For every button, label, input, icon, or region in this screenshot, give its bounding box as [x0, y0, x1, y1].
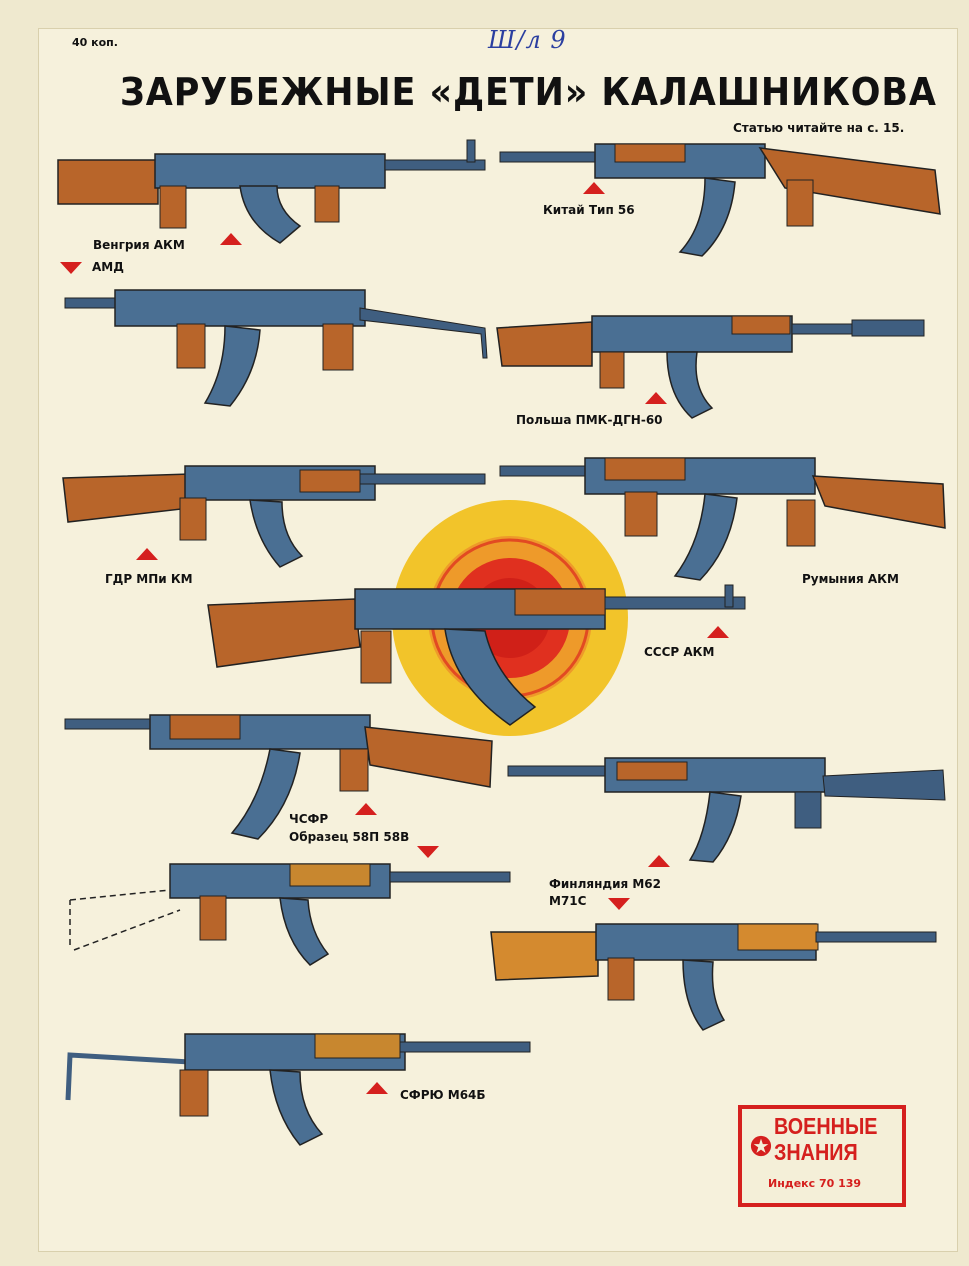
- label-czech-line2: Образец 58П 58В: [289, 830, 410, 844]
- red-star-icon: [750, 1135, 772, 1157]
- rifle-yugoslavia-m64b: [65, 1033, 531, 1146]
- rifle-finland-m62: [507, 757, 946, 863]
- label-gdr: ГДР МПи КМ: [105, 572, 193, 586]
- logo-index: Индекс 70 139: [768, 1177, 862, 1190]
- pointer-down-icon: [60, 262, 82, 274]
- rifle-czech-58v-folding: [69, 863, 511, 966]
- label-yugoslavia: СФРЮ М64Б: [400, 1088, 486, 1102]
- label-amd: АМД: [92, 260, 124, 274]
- rifle-finland-m71s: [490, 923, 937, 1031]
- rifle-romania-akm: [499, 457, 946, 581]
- logo-line1: ВОЕННЫЕ: [774, 1113, 878, 1139]
- label-finland-line2: М71С: [549, 894, 587, 908]
- label-hungary-akm: Венгрия АКМ: [93, 238, 185, 252]
- pointer-down-icon: [608, 898, 630, 910]
- price-label: 40 коп.: [72, 36, 118, 49]
- rifle-poland-pmk: [496, 315, 925, 419]
- rifle-czech-58: [64, 714, 493, 840]
- page-subtitle: Статью читайте на с. 15.: [733, 121, 905, 135]
- pointer-up-icon: [648, 855, 670, 867]
- label-finland-line1: Финляндия М62: [549, 877, 662, 891]
- pointer-up-icon: [707, 626, 729, 638]
- pointer-up-icon: [645, 392, 667, 404]
- pointer-up-icon: [220, 233, 242, 245]
- pointer-up-icon: [583, 182, 605, 194]
- pointer-up-icon: [366, 1082, 388, 1094]
- rifle-ussr-akm: [207, 584, 746, 726]
- label-romania: Румыния АКМ: [802, 572, 899, 586]
- rifle-china-type-56: [499, 143, 941, 257]
- label-ussr: СССР АКМ: [644, 645, 715, 659]
- pointer-up-icon: [136, 548, 158, 560]
- handwritten-note: Ш/л 9: [488, 26, 567, 54]
- rifle-hungary-amd: [64, 289, 488, 407]
- label-czech-line1: ЧСФР: [289, 812, 329, 826]
- rifle-gdr-mpi-km: [62, 465, 486, 568]
- label-poland: Польша ПМК-ДГН-60: [516, 413, 663, 427]
- rifle-hungary-akm: [57, 139, 486, 244]
- page-title: ЗАРУБЕЖНЫЕ «ДЕТИ» КАЛАШНИКОВА: [120, 70, 937, 114]
- label-china: Китай Тип 56: [543, 203, 635, 217]
- pointer-up-icon: [355, 803, 377, 815]
- pointer-down-icon: [417, 846, 439, 858]
- magazine-logo: ВОЕННЫЕ ЗНАНИЯ Индекс 70 139: [738, 1105, 906, 1207]
- logo-line2: ЗНАНИЯ: [774, 1139, 858, 1165]
